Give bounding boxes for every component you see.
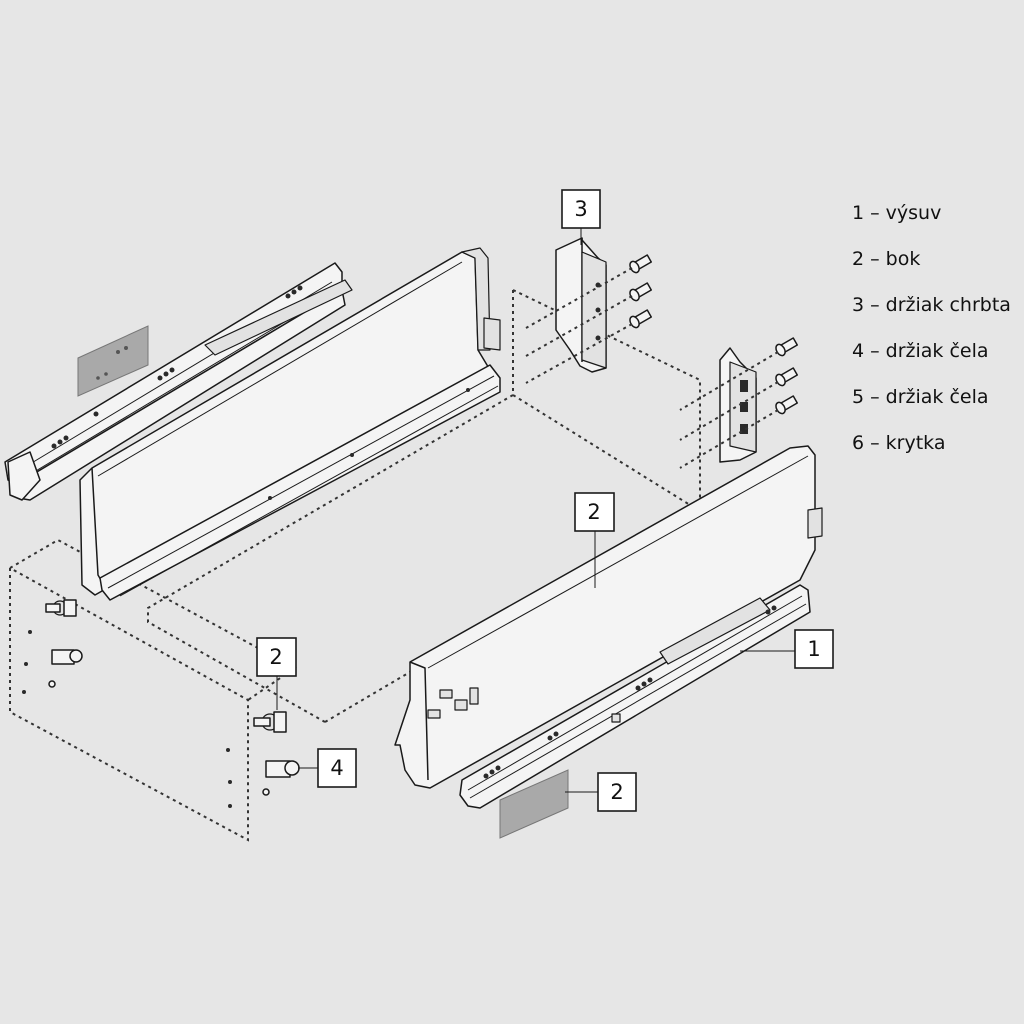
callout-3: 3 <box>561 189 601 229</box>
callout-2-connector: 2 <box>256 637 297 677</box>
legend-item-4: 4 – držiak čela <box>852 340 989 362</box>
legend-item-6: 6 – krytka <box>852 432 946 454</box>
left-cover-cap <box>77 325 149 397</box>
front-panel-outline-dashed <box>9 538 297 842</box>
callout-label: 3 <box>574 197 587 221</box>
callout-4: 4 <box>317 748 357 788</box>
callout-leaders <box>276 228 795 793</box>
back-holder-part <box>555 237 607 373</box>
callout-label: 2 <box>269 645 282 669</box>
callout-2-cap: 2 <box>597 772 637 812</box>
parts-legend: 1 – výsuv 2 – bok 3 – držiak chrbta 4 – … <box>852 190 1011 466</box>
callout-label: 2 <box>610 780 623 804</box>
front-connector-lower-left <box>226 711 300 808</box>
callout-label: 4 <box>330 756 343 780</box>
right-cover-cap <box>499 769 569 839</box>
right-runner-holes <box>483 605 777 779</box>
left-side-panel <box>79 247 501 601</box>
legend-item-5: 5 – držiak čela <box>852 386 989 408</box>
front-connector-upper-left <box>22 599 83 694</box>
callout-label: 2 <box>587 500 600 524</box>
callout-1: 1 <box>794 629 834 669</box>
right-back-holder-part <box>719 347 757 463</box>
left-runner <box>4 262 353 501</box>
callout-2-side: 2 <box>574 492 615 532</box>
panel-cutout <box>427 687 479 719</box>
runner-holes <box>51 285 303 449</box>
right-holder-screws <box>679 337 799 469</box>
right-runner <box>459 584 811 809</box>
legend-item-2: 2 – bok <box>852 248 921 270</box>
right-side-panel <box>394 445 823 789</box>
legend-item-1: 1 – výsuv <box>852 202 942 224</box>
back-holder-screws <box>525 254 653 384</box>
callout-label: 1 <box>807 637 820 661</box>
legend-item-3: 3 – držiak chrbta <box>852 294 1011 316</box>
